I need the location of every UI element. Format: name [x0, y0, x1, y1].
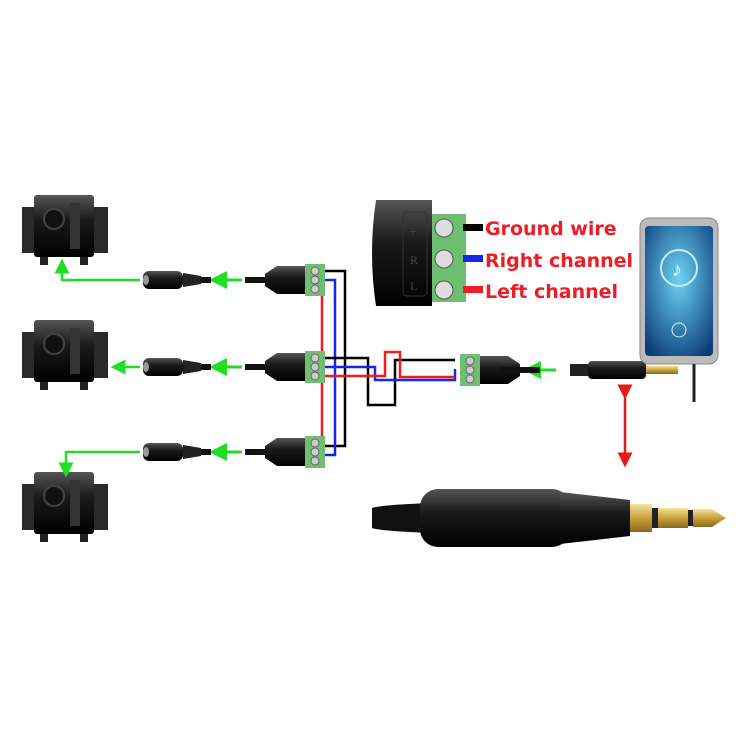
terminal-adapter-icon — [244, 435, 326, 469]
r-mark: R — [410, 253, 418, 267]
speaker-icon — [21, 194, 109, 266]
female-jack-icon — [143, 358, 211, 376]
plus-mark: + — [409, 225, 417, 240]
svg-text:♪: ♪ — [672, 259, 682, 281]
terminal-block-closeup: + R L — [372, 200, 466, 306]
speaker-icon — [21, 471, 109, 543]
legend-left: Left channel — [485, 281, 618, 303]
wiring — [320, 269, 457, 464]
left-swatch — [463, 286, 483, 293]
speaker-icon — [21, 319, 109, 391]
right-swatch — [463, 255, 483, 262]
signal-arrow — [54, 258, 140, 282]
smartphone-icon: ♪ — [639, 217, 719, 402]
male-plug-icon — [570, 361, 678, 379]
wire-legend: Ground wire Right channel Left channel — [463, 218, 633, 303]
signal-arrow — [58, 450, 140, 478]
legend-ground: Ground wire — [485, 218, 617, 240]
terminal-adapter-icon — [244, 350, 326, 384]
legend-right: Right channel — [485, 250, 633, 272]
terminal-adapter-icon — [244, 263, 326, 297]
female-jack-icon — [143, 271, 211, 289]
l-mark: L — [410, 279, 417, 293]
male-plug-icon — [372, 489, 726, 547]
female-jack-icon — [143, 443, 211, 461]
ground-swatch — [463, 224, 483, 231]
